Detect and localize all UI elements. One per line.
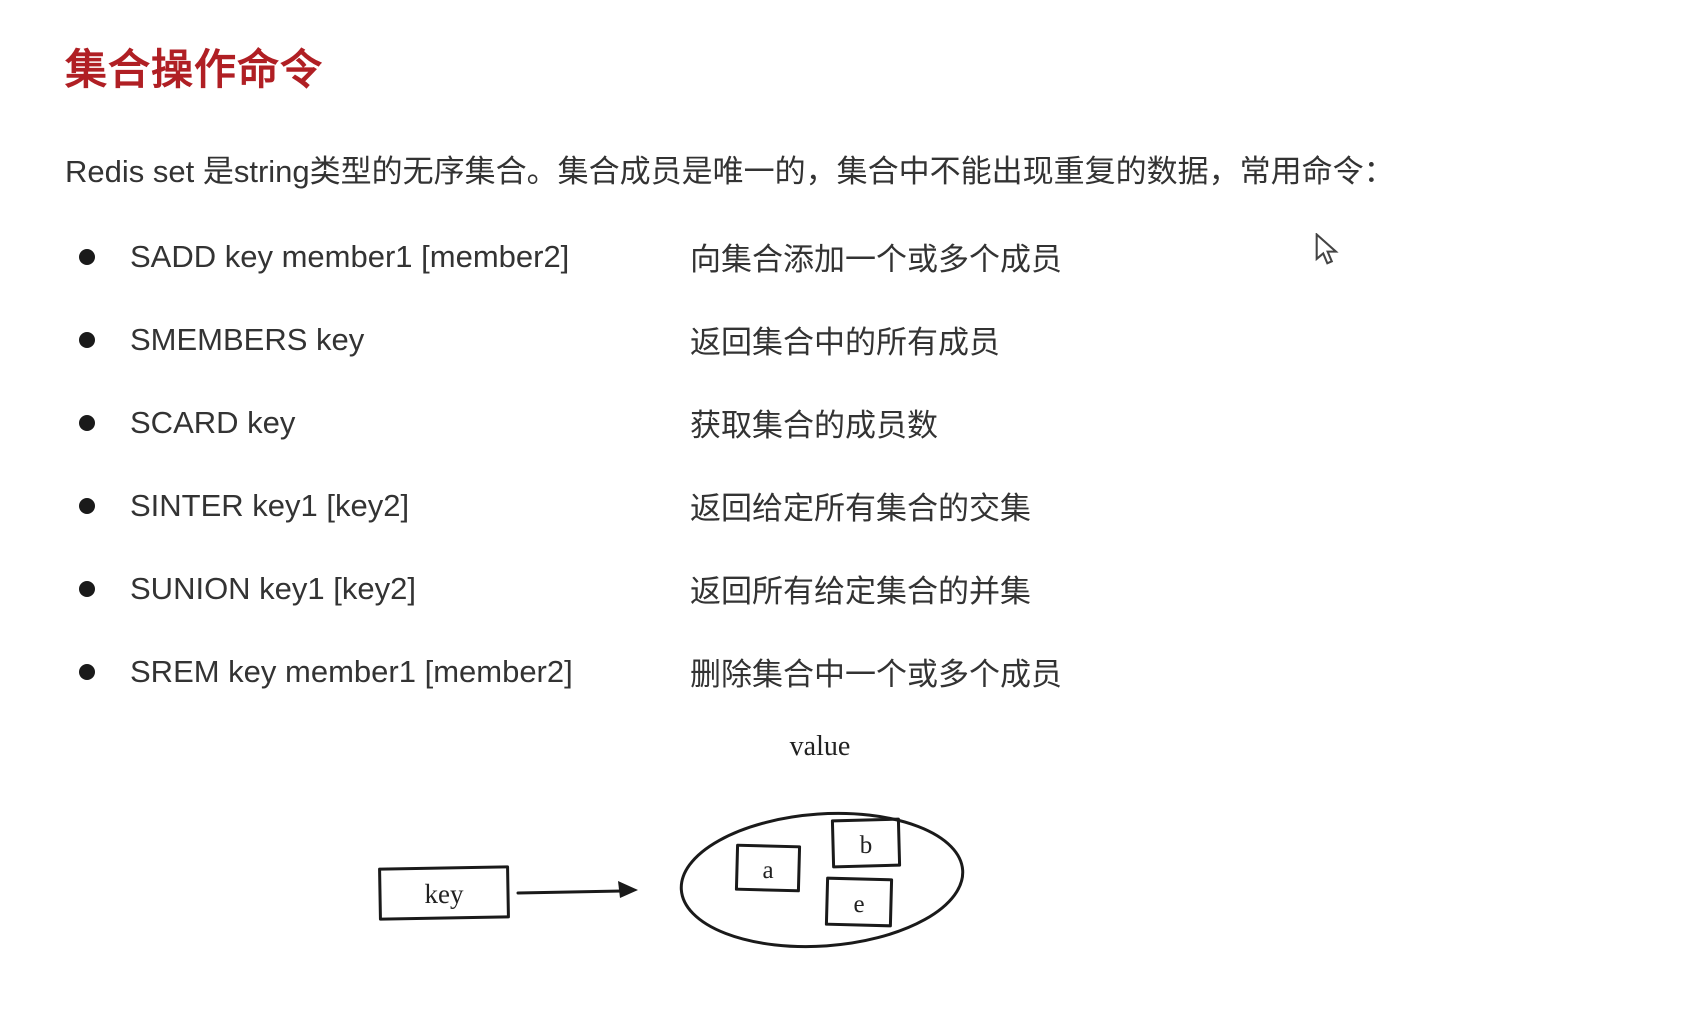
command-text: SCARD key — [130, 404, 296, 440]
value-label: value — [790, 731, 851, 762]
key-box — [378, 865, 510, 921]
command-description: 删除集合中一个或多个成员 — [690, 657, 1062, 692]
member-box-e — [824, 876, 894, 928]
set-ellipse — [679, 811, 965, 949]
command-list: SADD key member1 [member2] 向集合添加一个或多个成员 … — [65, 215, 1625, 713]
bullet-icon — [79, 414, 95, 431]
command-description: 返回给定所有集合的交集 — [690, 491, 1031, 526]
command-row: SCARD key 获取集合的成员数 — [65, 381, 1625, 464]
command-row: SINTER key1 [key2] 返回给定所有集合的交集 — [65, 464, 1625, 547]
command-description: 获取集合的成员数 — [690, 408, 938, 443]
command-text: SMEMBERS key — [130, 321, 365, 357]
intro-text: Redis set 是string类型的无序集合。集合成员是唯一的，集合中不能出… — [65, 154, 1395, 189]
key-label: key — [425, 879, 464, 909]
bullet-icon — [79, 580, 95, 597]
member-box-a — [734, 843, 802, 893]
arrow-line — [516, 889, 624, 895]
command-text: SADD key member1 [member2] — [130, 238, 570, 274]
bullet-icon — [79, 248, 95, 265]
command-description: 返回所有给定集合的并集 — [690, 574, 1031, 609]
member-box-b — [830, 817, 902, 869]
command-row: SADD key member1 [member2] 向集合添加一个或多个成员 — [65, 215, 1625, 298]
bullet-icon — [79, 497, 95, 514]
member-label-a: a — [762, 857, 773, 884]
command-text: SUNION key1 [key2] — [130, 570, 416, 606]
arrow-head-icon — [618, 881, 638, 898]
command-row: SMEMBERS key 返回集合中的所有成员 — [65, 298, 1625, 381]
command-description: 返回集合中的所有成员 — [690, 325, 1000, 360]
command-row: SUNION key1 [key2] 返回所有给定集合的并集 — [65, 547, 1625, 630]
command-row: SREM key member1 [member2] 删除集合中一个或多个成员 — [65, 630, 1625, 713]
bullet-icon — [79, 331, 95, 348]
command-text: SINTER key1 [key2] — [130, 487, 410, 523]
command-text: SREM key member1 [member2] — [130, 653, 573, 689]
mouse-cursor-icon — [1315, 233, 1339, 265]
member-label-b: b — [860, 832, 873, 859]
page-title: 集合操作命令 — [65, 46, 324, 93]
command-description: 向集合添加一个或多个成员 — [690, 242, 1062, 277]
member-label-e: e — [853, 891, 864, 918]
bullet-icon — [79, 663, 95, 680]
set-diagram: value key a b e — [378, 731, 965, 949]
